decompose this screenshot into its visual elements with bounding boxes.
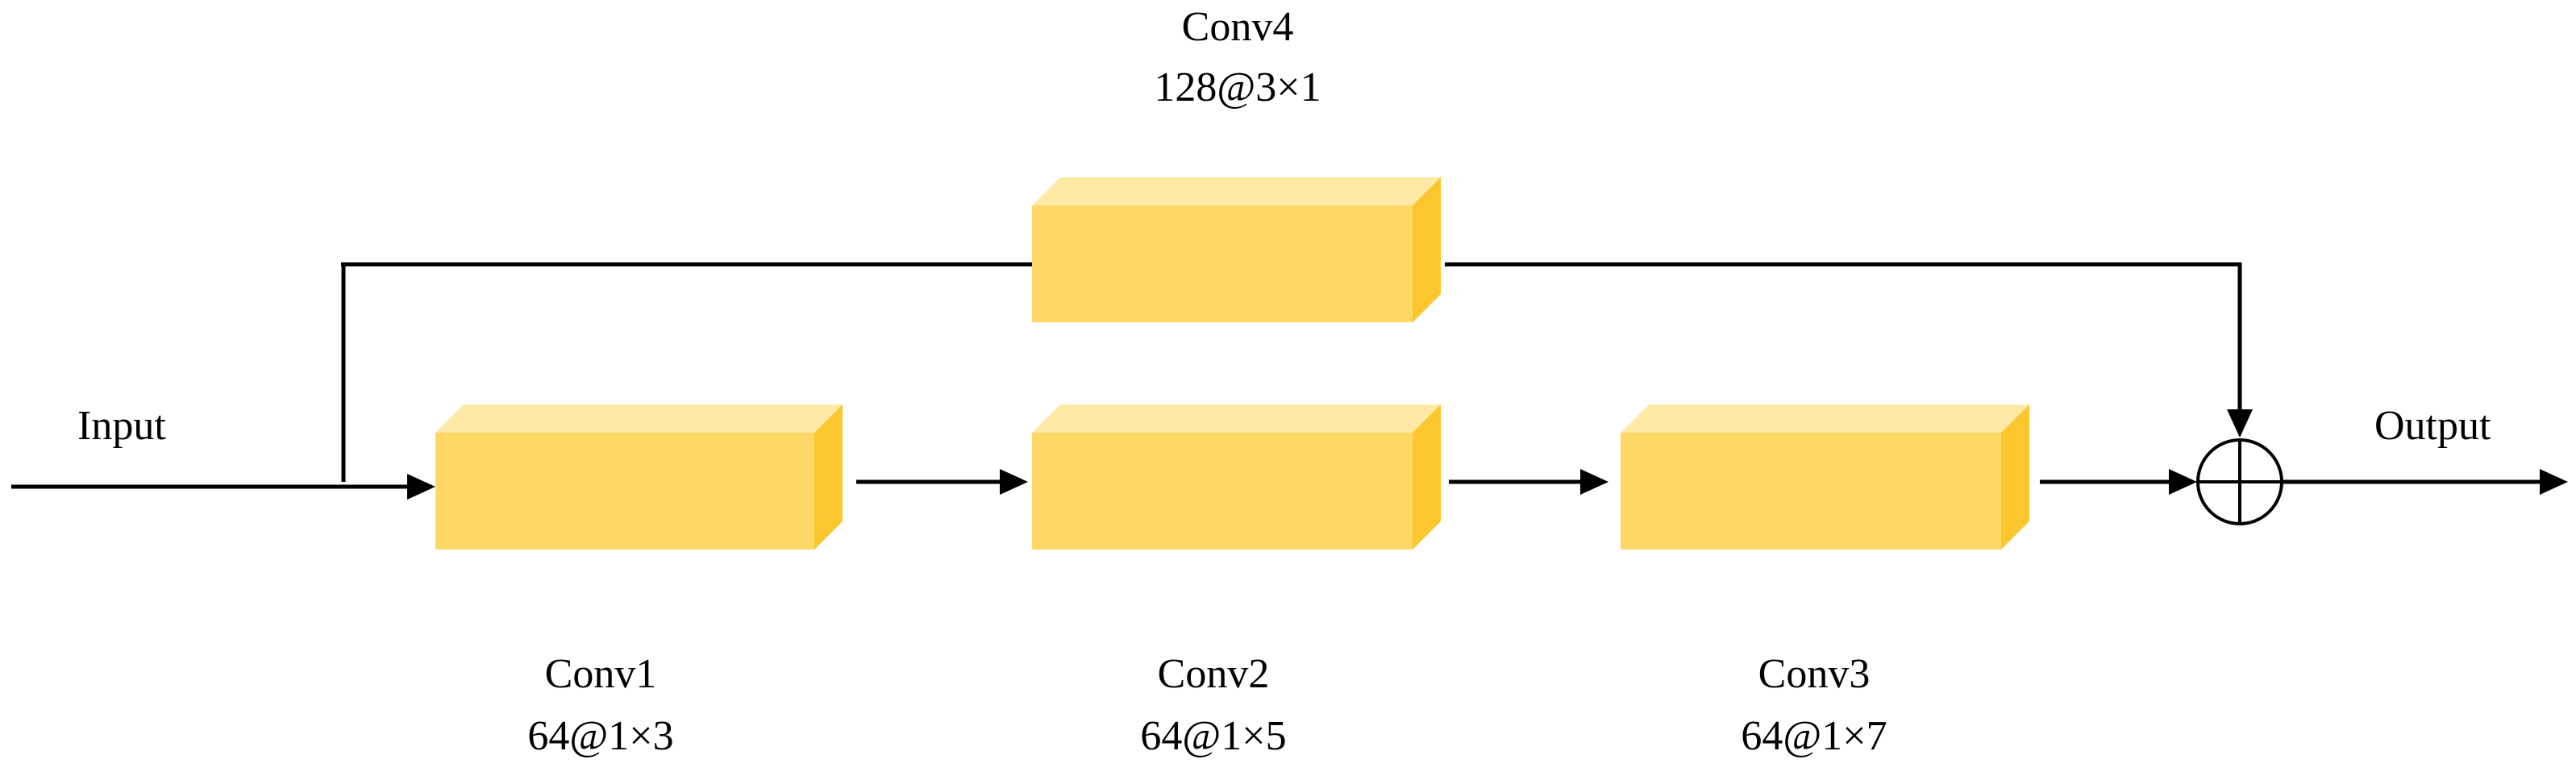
output-label: Output (2374, 403, 2491, 449)
arrow-conv3-to-adder (2040, 469, 2197, 495)
skip-connection-out (1445, 262, 2253, 438)
conv2-block-side (1413, 405, 1441, 550)
conv2-spec: 64@1×5 (1140, 713, 1286, 759)
conv3-block (1621, 405, 2029, 550)
input-arrow (11, 474, 435, 500)
input-label: Input (77, 403, 166, 449)
conv4-block-top (1032, 177, 1441, 205)
conv1-block-front (435, 433, 814, 550)
conv4-block-front (1032, 205, 1413, 322)
arrow-conv1-to-conv2 (856, 469, 1028, 495)
skip-connection-in (341, 262, 1032, 482)
conv1-block-side (814, 405, 843, 550)
conv2-name: Conv2 (1158, 651, 1270, 697)
conv2-block-front (1032, 433, 1413, 550)
conv1-block-top (435, 405, 843, 433)
conv2-block (1032, 405, 1441, 550)
conv4-name: Conv4 (1182, 4, 1294, 50)
conv4-block (1032, 177, 1441, 322)
conv3-spec: 64@1×7 (1741, 713, 1887, 759)
conv3-name: Conv3 (1758, 651, 1871, 697)
conv1-spec: 64@1×3 (527, 713, 673, 759)
conv3-block-side (2001, 405, 2029, 550)
conv3-block-top (1621, 405, 2029, 433)
conv2-block-top (1032, 405, 1441, 433)
conv1-block (435, 405, 843, 550)
conv4-block-side (1413, 177, 1441, 322)
sum-node-icon (2196, 438, 2283, 525)
arrow-conv2-to-conv3 (1449, 469, 1608, 495)
conv3-block-front (1621, 433, 2001, 550)
conv1-name: Conv1 (545, 651, 657, 697)
output-arrow (2282, 469, 2568, 495)
conv4-spec: 128@3×1 (1154, 64, 1321, 110)
